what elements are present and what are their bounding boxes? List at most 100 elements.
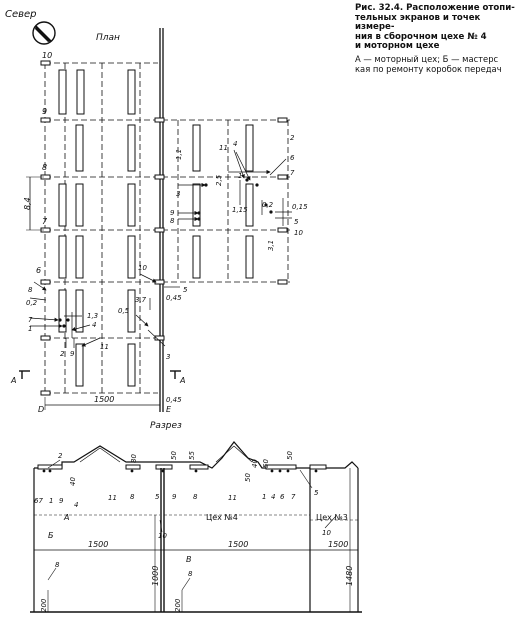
section-marker-11-b: 11 (228, 494, 237, 502)
section-marker-8-b: 8 (193, 493, 198, 501)
section-label-v: В (186, 555, 192, 564)
section-dim-40-b: 40 (251, 459, 259, 468)
axis-letter-e: E (166, 405, 172, 414)
roof-outline (34, 441, 359, 469)
section-dim-200-b: 200 (174, 598, 182, 612)
section-marker-7-b: 7 (291, 493, 296, 501)
caption-legend: А — моторный цех; Б — мастерс кая по рем… (355, 53, 502, 74)
measure-left (29, 281, 101, 348)
section-marker-6-b: 6 (280, 493, 285, 501)
figure-caption: Рис. 32.4. Расположение отопи- тельных э… (355, 3, 515, 74)
central-pipe (159, 28, 164, 412)
dim-2-5: 2,5 (215, 174, 223, 186)
section-shop-4: Цех №4 (206, 513, 238, 522)
section-dim-80: 80 (130, 454, 138, 463)
measure-mid (135, 273, 180, 347)
callout-9: 9 (170, 209, 175, 217)
section-points (42, 469, 318, 473)
callout-8-left: 8 (28, 286, 33, 294)
section-dim-200-a: 200 (40, 598, 48, 612)
section-mark-left (19, 370, 30, 379)
axis-label-6: 6 (36, 266, 41, 275)
dim-8-4-label: 8,4 (23, 197, 32, 210)
dim-0-45-mid: 0,45 (166, 294, 182, 302)
plan-grid (44, 62, 290, 394)
section-marker-9-b: 9 (172, 493, 177, 501)
callout-3-bottom: 3 (166, 353, 170, 361)
section-marker-6-7: 67 (34, 497, 43, 505)
section-dim-50-c: 50 (286, 451, 294, 460)
section-shop-3: Цех №3 (316, 513, 348, 522)
section-marker-8-a: 8 (130, 493, 135, 501)
section-dim-50-a: 50 (170, 451, 178, 460)
axis-label-9: 9 (42, 107, 47, 116)
section-leaders (47, 459, 337, 591)
dim-0-5: 0,5 (118, 307, 130, 315)
section-label-a: А (63, 513, 69, 522)
callout-7: 7 (290, 169, 295, 177)
north-label: Север (5, 9, 37, 20)
callout-3-top: 3 (176, 190, 180, 198)
callout-1-left: 1 (28, 325, 32, 333)
callout-11-top: 11 (219, 144, 228, 152)
heating-panels (58, 69, 254, 387)
axis-label-8: 8 (42, 163, 47, 172)
section-dim-40-a: 40 (69, 477, 77, 486)
section-marker-10-b: 10 (322, 529, 331, 537)
section-marker-5-a: 5 (155, 493, 160, 501)
dim-1500-label: 1500 (94, 395, 114, 404)
callout-1-top: 1 (238, 172, 242, 180)
section-marker-4-b: 4 (271, 493, 275, 501)
callout-5: 5 (294, 218, 299, 226)
section-dim-50-d: 50 (262, 459, 270, 468)
section-marker-2: 2 (58, 452, 63, 460)
dim-0-15: 0,15 (292, 203, 308, 211)
callout-7-left: 7 (28, 316, 33, 324)
dim-1500-plan (44, 397, 161, 410)
section-label-b: Б (48, 531, 54, 540)
dim-0-2-left: 0,2 (26, 299, 38, 307)
dim-3-7: 3,7 (135, 296, 147, 304)
section-marker-1-b: 1 (262, 493, 266, 501)
section-dim-55: 55 (188, 451, 196, 460)
callout-11-left: 11 (100, 343, 109, 351)
dim-0-2-top: 0,2 (262, 201, 274, 209)
callout-4-top: 4 (233, 140, 237, 148)
callout-6: 6 (290, 154, 295, 162)
dim-1-15: 1,15 (232, 206, 248, 214)
section-panels (37, 464, 327, 470)
callout-4-left: 4 (92, 321, 96, 329)
dim-1-3: 1,3 (87, 312, 98, 320)
dim-1-1: 1,1 (175, 149, 183, 160)
dim-0-45-bottom: 0,45 (166, 396, 182, 404)
axis-label-10: 10 (42, 51, 52, 60)
plan-title: План (96, 33, 120, 43)
caption-title: Рис. 32.4. Расположение отопи- тельных э… (355, 3, 515, 52)
callout-5-mid: 5 (183, 286, 188, 294)
section-dim-1480: 1480 (345, 566, 354, 586)
section-marker-10-a: 10 (158, 532, 167, 540)
section-marker-9: 9 (59, 497, 64, 505)
callout-10-mid: 10 (138, 264, 147, 272)
callout-10: 10 (294, 229, 303, 237)
north-arrow (32, 21, 56, 45)
axis-letter-d: D (38, 405, 44, 414)
section-marker-4: 4 (74, 501, 78, 509)
section-dim-1500-a: 1500 (88, 540, 108, 549)
callout-8: 8 (170, 217, 175, 225)
measure-right-points (197, 178, 273, 221)
callout-9-left: 9 (70, 350, 75, 358)
section-marker-11-a: 11 (108, 494, 117, 502)
section-marker-8-d: 8 (188, 570, 193, 578)
section-dim-50-b: 50 (244, 473, 252, 482)
axis-label-7: 7 (42, 217, 48, 226)
measure-right (178, 149, 292, 226)
dim-3-1: 3,1 (267, 240, 275, 251)
callout-2: 2 (290, 134, 295, 142)
measure-left-points (58, 318, 70, 328)
section-dim-1500-b: 1500 (228, 540, 248, 549)
section-marker-8-c: 8 (55, 561, 60, 569)
lantern-glazing (79, 445, 253, 463)
